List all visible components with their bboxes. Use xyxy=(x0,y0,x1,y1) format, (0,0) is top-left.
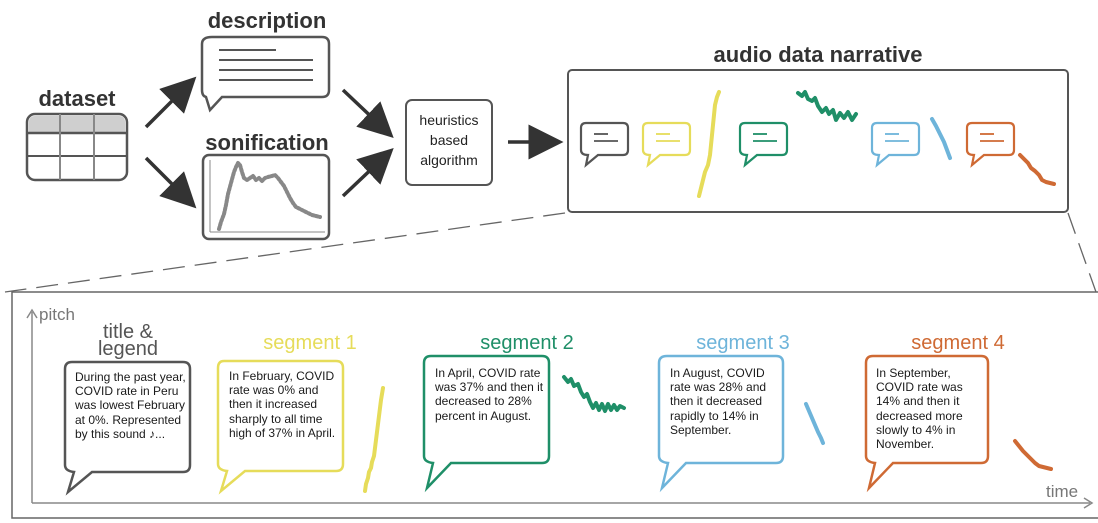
segment-4-text: In September, COVID rate was 14% and the… xyxy=(876,366,963,452)
segment-1-text: In February, COVID rate was 0% and then … xyxy=(229,369,336,440)
description-bubble-icon xyxy=(200,35,331,113)
description-label: description xyxy=(208,8,327,33)
segment-3-label: segment 3 xyxy=(696,332,789,354)
narrative-bubble-segment-4 xyxy=(965,121,1016,168)
algorithm-line-2: based xyxy=(430,132,468,148)
narrative-label: audio data narrative xyxy=(713,42,922,67)
narrative-bubble-segment-1 xyxy=(641,121,692,168)
algorithm-line-3: algorithm xyxy=(420,152,478,168)
title-legend-bubble xyxy=(63,360,192,496)
segment-1-label: segment 1 xyxy=(263,332,356,354)
algorithm-line-1: heuristics xyxy=(419,112,478,128)
narrative-squiggle-segment-2 xyxy=(796,90,858,122)
title-legend-text: During the past year, COVID rate in Peru… xyxy=(75,370,186,441)
pitch-axis-label: pitch xyxy=(39,305,75,324)
dataset-label: dataset xyxy=(38,86,116,111)
segment-1-pitch-squiggle xyxy=(363,386,385,493)
segment-2-text: In April, COVID rate was 37% and then it… xyxy=(435,366,544,423)
segment-2-bubble xyxy=(422,354,551,493)
segment-3-bubble xyxy=(657,354,785,493)
time-axis-label: time xyxy=(1046,482,1078,501)
time-axis-arrowhead xyxy=(1083,497,1094,509)
narrative-squiggle-segment-4 xyxy=(1018,153,1056,186)
arrow-to-sonification xyxy=(144,156,197,209)
narrative-squiggle-segment-1 xyxy=(697,90,721,198)
title-legend-label-line-1: title & xyxy=(103,321,154,343)
narrative-squiggle-segment-3 xyxy=(930,117,952,160)
segment-3-text: In August, COVID rate was 28% and then i… xyxy=(670,366,767,437)
narrative-bubble-segment-2 xyxy=(738,121,789,168)
narrative-bubble-segment-3 xyxy=(870,121,921,168)
segment-1-bubble xyxy=(216,359,345,495)
segment-3-pitch-squiggle xyxy=(804,402,825,445)
sonification-label: sonification xyxy=(205,130,328,155)
segment-4-label: segment 4 xyxy=(911,332,1004,354)
dataset-table-icon xyxy=(25,112,129,182)
algorithm-box xyxy=(405,99,493,186)
narrative-bubble-title xyxy=(579,121,630,168)
segment-2-label: segment 2 xyxy=(480,332,573,354)
arrow-to-description xyxy=(144,76,197,129)
segment-2-pitch-squiggle xyxy=(562,375,626,413)
title-legend-label-line-2: legend xyxy=(98,338,158,360)
pitch-axis-arrowhead xyxy=(26,308,38,319)
arrow-sonification-to-algorithm xyxy=(341,147,394,198)
zoom-line-right xyxy=(1067,212,1097,293)
arrow-description-to-algorithm xyxy=(341,88,394,139)
segment-4-bubble xyxy=(864,354,990,493)
narrative-box xyxy=(567,69,1069,213)
segment-4-pitch-squiggle xyxy=(1013,439,1053,471)
sonification-plot-icon xyxy=(201,153,331,241)
